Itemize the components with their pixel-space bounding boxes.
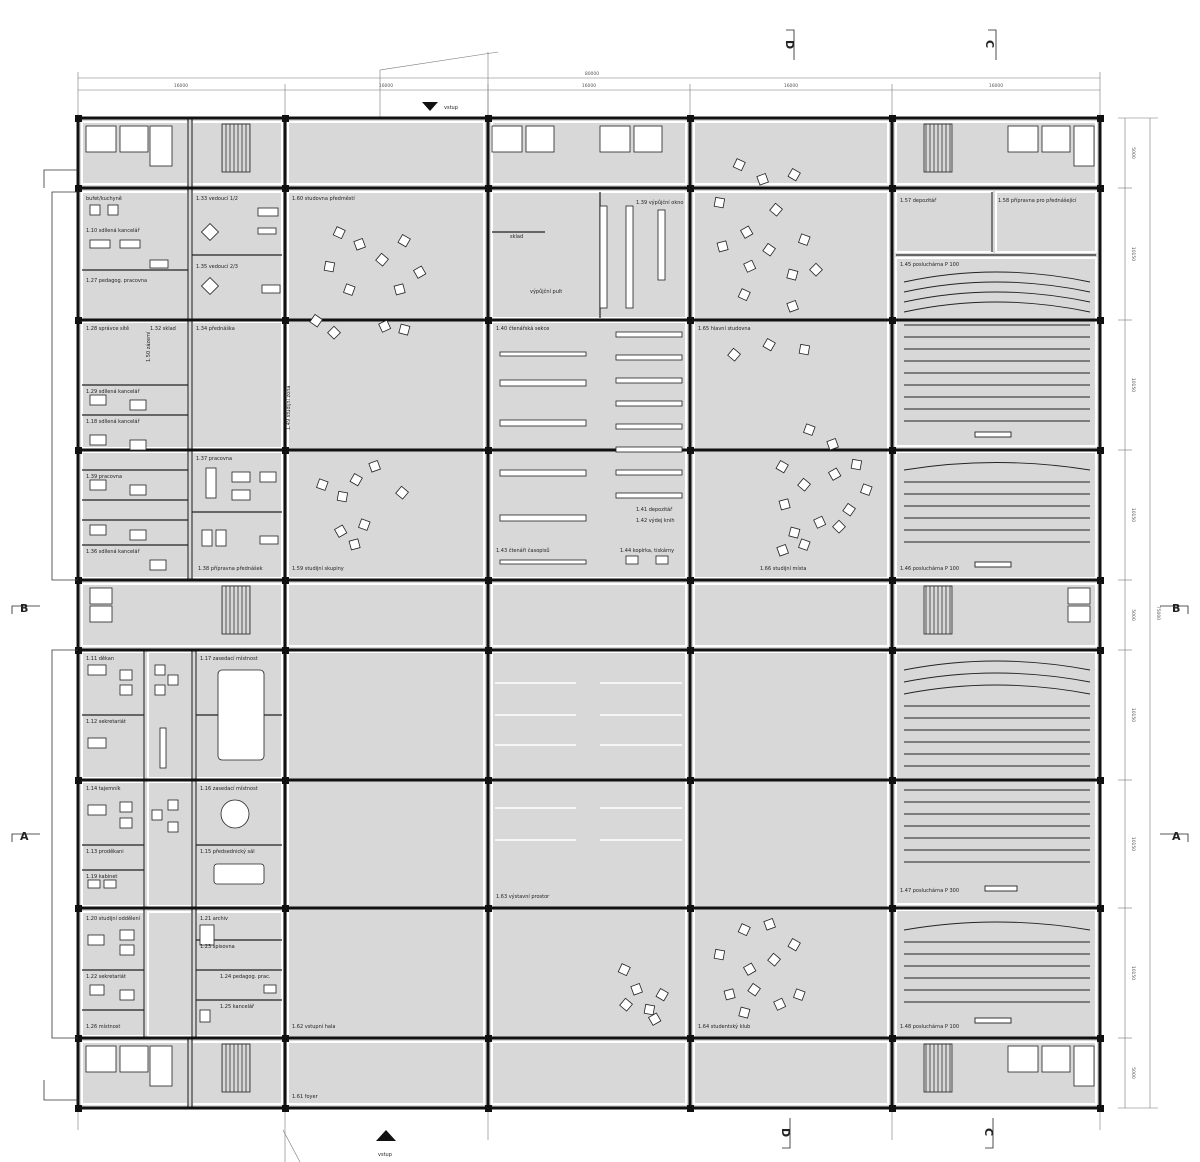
room-label: 1.38 přípravna přednášek	[198, 565, 263, 572]
room-label: 1.11 děkan	[86, 655, 114, 662]
room-label: 1.29 sdílená kancelář	[86, 388, 140, 395]
office-furniture	[87, 204, 281, 1023]
wc-cores	[85, 125, 1095, 1087]
room-label: 1.47 posluchárna P 300	[900, 887, 959, 894]
room-label: 1.45 posluchárna P 100	[900, 261, 959, 268]
section-label-c-bottom: C	[982, 1128, 995, 1136]
room-label: 1.24 pedagog. prac.	[220, 974, 271, 980]
room-label: 1.49 studijní zóna	[285, 386, 292, 430]
dim-bay-1: 16000	[174, 83, 188, 89]
room-label: 1.63 výstavní prostor	[496, 893, 550, 900]
section-label-d-top: D	[783, 40, 796, 49]
dim-row-4: 10150	[1130, 508, 1136, 522]
section-label-b-left: B	[20, 602, 28, 615]
entrance-label-bottom: vstup	[378, 1152, 392, 1158]
room-label: 1.15 předsednický sál	[200, 848, 255, 855]
room-label: 1.37 pracovna	[196, 456, 232, 462]
room-label: 1.33 vedoucí 1/2	[196, 195, 238, 202]
lecture-seating	[903, 271, 1091, 1024]
section-label-a-right: A	[1172, 830, 1181, 843]
structural-grid	[76, 116, 1102, 1110]
room-label: 1.48 posluchárna P 100	[900, 1023, 959, 1030]
room-label: 1.36 sdílená kancelář	[86, 548, 140, 555]
dim-row-7: 10150	[1130, 837, 1136, 851]
room-label: 1.40 čtenářská sekce	[496, 325, 549, 332]
room-label: 1.12 sekretariát	[86, 718, 126, 725]
room-label: 1.21 archiv	[200, 916, 228, 922]
dim-row-6: 10150	[1130, 708, 1136, 722]
dim-bay-3: 16000	[582, 83, 596, 89]
dimension-lines	[77, 51, 1158, 1162]
dim-bay-2: 16000	[379, 83, 393, 89]
room-label: výpůjční pult	[530, 288, 562, 295]
room-label: bufet/kuchyně	[86, 195, 122, 202]
entrance-arrow-top-icon	[422, 102, 438, 111]
room-label: sklad	[510, 234, 523, 240]
dim-overall: 80000	[585, 71, 599, 77]
room-label: 1.18 sdílená kancelář	[86, 418, 140, 425]
entrance-label-top: vstup	[444, 105, 458, 111]
dim-row-5: 5000	[1130, 609, 1136, 621]
room-label: 1.13 proděkani	[86, 848, 124, 855]
room-label: 1.60 studovna předměstí	[292, 195, 355, 202]
room-label: 1.42 výdej knih	[636, 517, 675, 524]
dim-row-9: 5000	[1130, 1067, 1136, 1079]
facade-walls	[43, 169, 78, 1101]
dim-bay-5: 16000	[989, 83, 1003, 89]
section-labels: B B A A D C D C	[20, 40, 1181, 1137]
columns	[75, 115, 1104, 1112]
room-label: 1.65 hlavní studovna	[698, 325, 751, 332]
entrance-markers: vstup vstup	[376, 102, 458, 1158]
room-label: 1.20 studijní oddělení	[86, 915, 141, 922]
dim-row-3: 10150	[1130, 378, 1136, 392]
dim-row-8: 10150	[1130, 966, 1136, 980]
study-chairs	[309, 158, 873, 1026]
room-label: 1.35 vedoucí 2/3	[196, 263, 238, 270]
room-label: 1.66 studijní místa	[760, 565, 806, 572]
room-label: 1.41 depozitář	[636, 506, 673, 513]
room-label: 1.28 správce sítě	[86, 325, 129, 332]
room-label: 1.43 čtenáři časopisů	[496, 547, 550, 554]
room-label: 1.58 přípravna pro přednášející	[998, 197, 1077, 204]
room-label: 1.14 tajemník	[86, 785, 121, 792]
room-label: 1.23 spisovna	[200, 944, 235, 950]
section-label-d-bottom: D	[779, 1128, 792, 1137]
library-furniture	[213, 205, 683, 885]
entrance-arrow-bottom-icon	[376, 1130, 396, 1141]
staircases	[221, 123, 953, 1093]
room-labels: bufet/kuchyně 1.10 sdílená kancelář 1.27…	[86, 195, 1077, 1100]
room-label: 1.59 studijní skupiny	[292, 565, 344, 572]
section-markers	[11, 29, 1189, 1149]
section-label-a-left: A	[20, 830, 29, 843]
dim-row-1: 5000	[1130, 147, 1136, 159]
room-label: 1.16 zasedací místnost	[200, 785, 258, 792]
section-label-c-top: C	[983, 40, 996, 48]
room-label: 1.26 místnost	[86, 1023, 120, 1030]
room-label: 1.27 pedagog. pracovna	[86, 278, 147, 284]
room-label: 1.57 depozitář	[900, 197, 937, 204]
room-label: 1.39 pracovna	[86, 474, 122, 480]
room-label: 1.32 sklad	[150, 326, 176, 332]
room-label: 1.50 zázemí	[145, 331, 152, 362]
room-label: 1.39 výpůjční okno	[636, 199, 683, 206]
room-partitions	[81, 121, 1097, 1105]
room-label: 1.10 sdílená kancelář	[86, 227, 140, 234]
room-label: 1.64 studentský klub	[698, 1023, 750, 1030]
dim-row-2: 10150	[1130, 247, 1136, 261]
room-label: 1.46 posluchárna P 100	[900, 565, 959, 572]
room-label: 1.25 kancelář	[220, 1003, 255, 1010]
circulation-lines	[495, 682, 682, 841]
dim-overall-height: 75000	[1155, 606, 1161, 620]
dimension-texts: 80000 16000 16000 16000 16000 16000 5000…	[174, 71, 1161, 1079]
room-label: 1.44 kopírka, tiskárny	[620, 547, 674, 554]
room-label: 1.62 vstupní hala	[292, 1023, 335, 1030]
room-label: 1.19 kabinet	[86, 874, 117, 880]
room-label: 1.17 zasedací místnost	[200, 655, 258, 662]
room-label: 1.34 přednáška	[196, 325, 235, 332]
room-label: 1.61 foyer	[292, 1094, 319, 1100]
section-label-b-right: B	[1172, 602, 1180, 615]
room-label: 1.22 sekretariát	[86, 973, 126, 980]
dim-bay-4: 16000	[784, 83, 798, 89]
